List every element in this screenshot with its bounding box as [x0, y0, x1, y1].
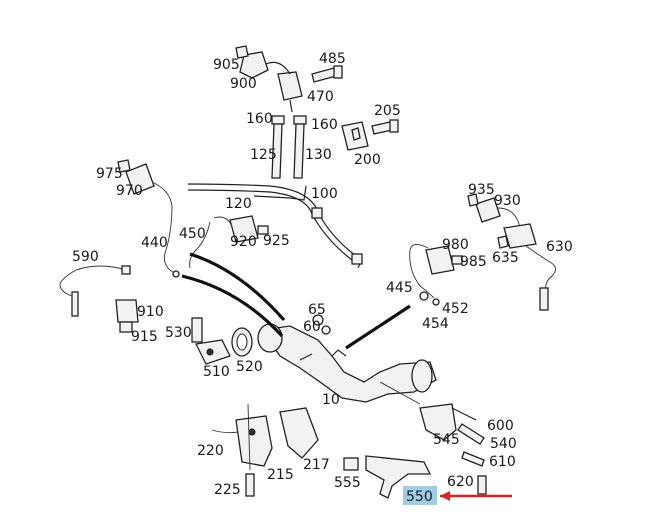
label-970[interactable]: 970	[116, 183, 143, 199]
label-510[interactable]: 510	[203, 364, 230, 380]
gasket-520[interactable]	[231, 327, 253, 357]
label-925[interactable]: 925	[263, 233, 290, 249]
nut-65[interactable]	[312, 314, 324, 326]
label-454[interactable]: 454	[422, 316, 449, 332]
label-555[interactable]: 555	[334, 475, 361, 491]
bolt-610[interactable]	[461, 451, 485, 467]
label-445[interactable]: 445	[386, 280, 413, 296]
label-915[interactable]: 915	[131, 329, 158, 345]
label-635[interactable]: 635	[492, 250, 519, 266]
washer-60[interactable]	[321, 325, 331, 335]
sensor-bracket-900[interactable]	[235, 45, 303, 101]
label-65[interactable]: 65	[308, 302, 326, 318]
hose-130[interactable]	[293, 115, 307, 179]
label-610[interactable]: 610	[489, 454, 516, 470]
label-935[interactable]: 935	[468, 182, 495, 198]
label-920[interactable]: 920	[230, 234, 257, 250]
label-470[interactable]: 470	[307, 89, 334, 105]
bracket-217[interactable]	[279, 407, 319, 459]
label-900[interactable]: 900	[230, 76, 257, 92]
label-160-left[interactable]: 160	[246, 111, 273, 127]
bracket-630[interactable]	[497, 223, 537, 249]
catalytic-converter-10[interactable]	[257, 323, 437, 403]
label-125[interactable]: 125	[250, 147, 277, 163]
label-217[interactable]: 217	[303, 457, 330, 473]
label-540[interactable]: 540	[490, 436, 517, 452]
bolt-620[interactable]	[477, 475, 487, 495]
label-985[interactable]: 985	[460, 254, 487, 270]
label-550[interactable]: 550	[406, 489, 433, 505]
label-975[interactable]: 975	[96, 166, 123, 182]
label-930[interactable]: 930	[494, 193, 521, 209]
sensor-910[interactable]	[115, 299, 139, 333]
label-205[interactable]: 205	[374, 103, 401, 119]
label-452[interactable]: 452	[442, 301, 469, 317]
bracket-550[interactable]	[365, 455, 432, 499]
label-485[interactable]: 485	[319, 51, 346, 67]
label-980[interactable]: 980	[442, 237, 469, 253]
hose-125[interactable]	[271, 115, 285, 179]
label-160-right[interactable]: 160	[311, 117, 338, 133]
label-200[interactable]: 200	[354, 152, 381, 168]
highlight-550	[403, 486, 437, 505]
label-225[interactable]: 225	[214, 482, 241, 498]
label-220[interactable]: 220	[197, 443, 224, 459]
sensor-920[interactable]	[229, 215, 269, 243]
sensor-970[interactable]	[117, 159, 155, 195]
label-910[interactable]: 910	[137, 304, 164, 320]
sensor-980[interactable]	[425, 245, 463, 275]
clamp-510[interactable]	[195, 339, 231, 365]
label-905[interactable]: 905	[213, 57, 240, 73]
label-215[interactable]: 215	[267, 467, 294, 483]
label-620[interactable]: 620	[447, 474, 474, 490]
sensor-cable-590[interactable]	[59, 265, 131, 317]
bolt-530[interactable]	[191, 317, 203, 343]
pressure-sensor-200[interactable]	[341, 121, 369, 151]
label-545[interactable]: 545	[433, 432, 460, 448]
bolt-485[interactable]	[311, 65, 343, 83]
label-60[interactable]: 60	[303, 319, 321, 335]
label-440[interactable]: 440	[141, 235, 168, 251]
sensor-930[interactable]	[467, 193, 501, 223]
label-600[interactable]: 600	[487, 418, 514, 434]
label-100[interactable]: 100	[311, 186, 338, 202]
label-590[interactable]: 590	[72, 249, 99, 265]
bracket-545[interactable]	[419, 403, 477, 441]
label-10[interactable]: 10	[322, 392, 340, 408]
label-520[interactable]: 520	[236, 359, 263, 375]
bolt-205[interactable]	[371, 119, 399, 135]
pipe-100[interactable]	[187, 183, 363, 269]
nut-555[interactable]	[343, 457, 359, 471]
bolt-225[interactable]	[245, 473, 255, 497]
label-630[interactable]: 630	[546, 239, 573, 255]
label-450[interactable]: 450	[179, 226, 206, 242]
pipe-120[interactable]	[253, 185, 307, 201]
bolt-540[interactable]	[457, 423, 485, 445]
bracket-215[interactable]	[235, 415, 273, 467]
label-530[interactable]: 530	[165, 325, 192, 341]
label-130[interactable]: 130	[305, 147, 332, 163]
label-120[interactable]: 120	[225, 196, 252, 212]
